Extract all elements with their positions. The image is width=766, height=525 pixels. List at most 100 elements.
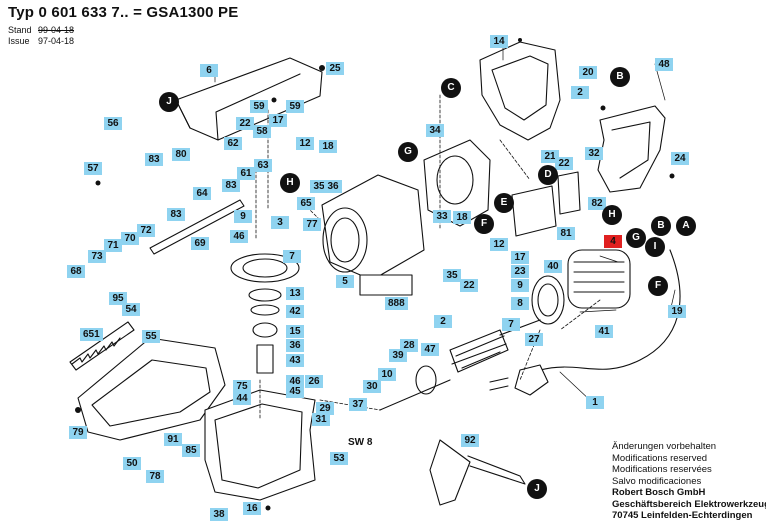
part-callout[interactable]: 58 <box>253 125 271 138</box>
part-callout[interactable]: 48 <box>655 58 673 71</box>
part-callout[interactable]: 19 <box>668 305 686 318</box>
part-callout[interactable]: 59 <box>250 100 268 113</box>
part-callout[interactable]: 25 <box>326 62 344 75</box>
part-callout[interactable]: 81 <box>557 227 575 240</box>
part-callout[interactable]: 7 <box>502 318 520 331</box>
part-callout[interactable]: 54 <box>122 303 140 316</box>
part-callout[interactable]: 20 <box>579 66 597 79</box>
part-callout[interactable]: 35 <box>443 269 461 282</box>
part-callout[interactable]: 40 <box>544 260 562 273</box>
part-callout[interactable]: 2 <box>434 315 452 328</box>
part-callout[interactable]: 3 <box>271 216 289 229</box>
part-callout[interactable]: 42 <box>286 305 304 318</box>
part-callout[interactable]: 80 <box>172 148 190 161</box>
part-callout[interactable]: 5 <box>336 275 354 288</box>
part-callout[interactable]: 18 <box>453 211 471 224</box>
part-callout[interactable]: 21 <box>541 150 559 163</box>
part-callout[interactable]: 37 <box>349 398 367 411</box>
part-callout[interactable]: 12 <box>296 137 314 150</box>
part-callout[interactable]: 36 <box>286 339 304 352</box>
part-callout[interactable]: 70 <box>121 232 139 245</box>
part-callout[interactable]: 47 <box>421 343 439 356</box>
part-callout[interactable]: 15 <box>286 325 304 338</box>
part-callout[interactable]: 78 <box>146 470 164 483</box>
part-callout[interactable]: 92 <box>461 434 479 447</box>
ref-marker-g: G <box>626 228 646 248</box>
part-callout[interactable]: 57 <box>84 162 102 175</box>
part-callout[interactable]: 72 <box>137 224 155 237</box>
part-callout[interactable]: 14 <box>490 35 508 48</box>
part-callout[interactable]: 10 <box>378 368 396 381</box>
part-callout[interactable]: 17 <box>269 114 287 127</box>
part-callout[interactable]: 95 <box>109 292 127 305</box>
part-callout[interactable]: 71 <box>104 239 122 252</box>
part-callout[interactable]: 9 <box>511 279 529 292</box>
part-callout[interactable]: 41 <box>595 325 613 338</box>
part-callout[interactable]: 35 <box>310 180 328 193</box>
part-callout[interactable]: 33 <box>433 210 451 223</box>
part-callout[interactable]: 64 <box>193 187 211 200</box>
part-callout[interactable]: 56 <box>104 117 122 130</box>
part-callout[interactable]: 36 <box>324 180 342 193</box>
part-callout[interactable]: 26 <box>305 375 323 388</box>
part-callout[interactable]: 55 <box>142 330 160 343</box>
part-callout[interactable]: 68 <box>67 265 85 278</box>
stand-label: Stand <box>8 25 32 35</box>
part-callout[interactable]: 2 <box>571 86 589 99</box>
part-callout[interactable]: 39 <box>389 349 407 362</box>
part-callout[interactable]: 888 <box>385 297 408 310</box>
part-callout[interactable]: 59 <box>286 100 304 113</box>
part-callout[interactable]: 63 <box>254 159 272 172</box>
part-callout[interactable]: 13 <box>286 287 304 300</box>
part-callout[interactable]: 79 <box>69 426 87 439</box>
part-callout[interactable]: 61 <box>237 167 255 180</box>
part-callout[interactable]: 65 <box>297 197 315 210</box>
part-callout[interactable]: 30 <box>363 380 381 393</box>
part-callout[interactable]: 32 <box>585 147 603 160</box>
part-callout[interactable]: 50 <box>123 457 141 470</box>
part-callout[interactable]: 27 <box>525 333 543 346</box>
part-callout[interactable]: 24 <box>671 152 689 165</box>
part-callout[interactable]: 82 <box>588 197 606 210</box>
note-line: Modifications reserved <box>612 452 708 464</box>
part-callout[interactable]: 8 <box>511 297 529 310</box>
part-callout[interactable]: 83 <box>222 179 240 192</box>
part-callout[interactable]: 28 <box>400 339 418 352</box>
part-callout[interactable]: 69 <box>191 237 209 250</box>
part-callout[interactable]: 75 <box>233 380 251 393</box>
part-callout[interactable]: 43 <box>286 354 304 367</box>
part-callout[interactable]: 6 <box>200 64 218 77</box>
part-callout[interactable]: 29 <box>316 402 334 415</box>
part-callout[interactable]: 9 <box>234 210 252 223</box>
part-callout[interactable]: 22 <box>460 279 478 292</box>
part-callout[interactable]: 34 <box>426 124 444 137</box>
part-callout[interactable]: 83 <box>145 153 163 166</box>
part-callout[interactable]: 46 <box>230 230 248 243</box>
part-callout[interactable]: 7 <box>283 250 301 263</box>
part-callout[interactable]: 91 <box>164 433 182 446</box>
part-callout[interactable]: 651 <box>80 328 103 341</box>
part-callout[interactable]: 23 <box>511 265 529 278</box>
part-callout[interactable]: 44 <box>233 392 251 405</box>
part-callout[interactable]: 46 <box>286 375 304 388</box>
part-callout[interactable]: 31 <box>312 413 330 426</box>
page-title: Typ 0 601 633 7.. = GSA1300 PE <box>8 4 239 21</box>
part-callout[interactable]: 62 <box>224 137 242 150</box>
part-callout[interactable]: 12 <box>490 238 508 251</box>
part-callout[interactable]: 85 <box>182 444 200 457</box>
part-callout[interactable]: 17 <box>511 251 529 264</box>
part-callout[interactable]: 22 <box>555 157 573 170</box>
part-callout[interactable]: 1 <box>586 396 604 409</box>
part-callout[interactable]: 22 <box>236 117 254 130</box>
part-callout[interactable]: 83 <box>167 208 185 221</box>
part-callout[interactable]: 77 <box>303 218 321 231</box>
part-callout[interactable]: 53 <box>330 452 348 465</box>
part-callout[interactable]: 73 <box>88 250 106 263</box>
part-callout-highlighted[interactable]: 4 <box>604 235 622 248</box>
part-callout[interactable]: 18 <box>319 140 337 153</box>
part-callout[interactable]: 16 <box>243 502 261 515</box>
part-callout[interactable]: 45 <box>286 385 304 398</box>
part-callout[interactable]: 38 <box>210 508 228 521</box>
